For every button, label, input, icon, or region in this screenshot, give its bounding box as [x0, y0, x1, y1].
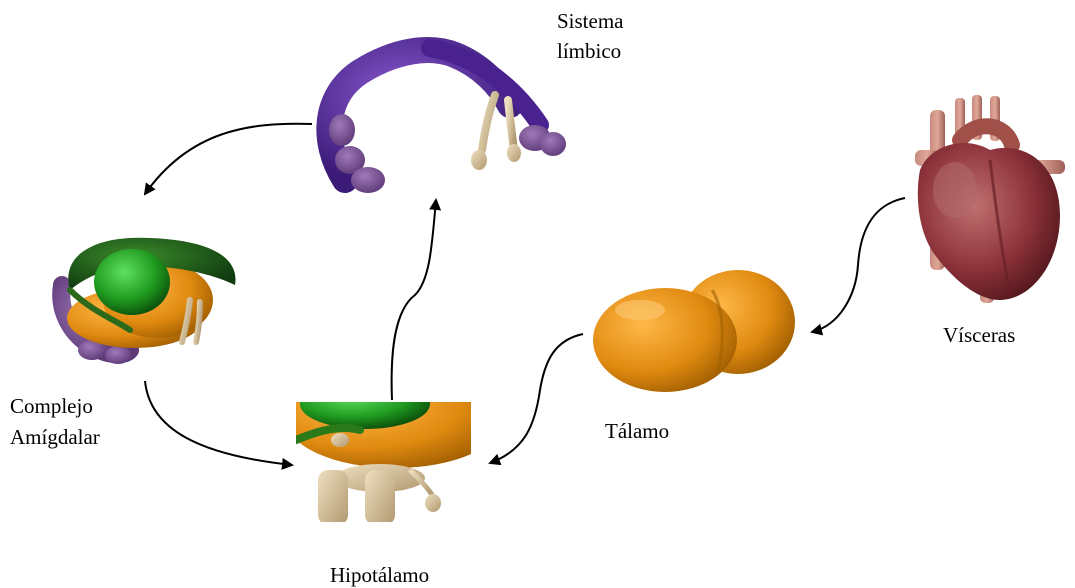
arrow-viscera-to-thalamus: [812, 198, 905, 332]
amygdala-complex-illustration: [61, 238, 235, 364]
label-limbic-line-2: límbico: [557, 38, 621, 64]
arrow-hypothalamus-to-limbic: [392, 200, 436, 400]
label-amygdala-line-2: Amígdalar: [10, 424, 100, 450]
label-limbic-line-1: Sistema: [557, 8, 624, 34]
label-thalamus: Tálamo: [605, 418, 669, 444]
label-amygdala-line-1: Complejo: [10, 393, 93, 419]
label-hypothalamus: Hipotálamo: [330, 562, 429, 588]
label-viscera: Vísceras: [943, 322, 1015, 348]
hypothalamus-illustration: [285, 368, 505, 525]
arrow-limbic-to-amygdala: [145, 124, 312, 194]
heart-illustration: [915, 95, 1065, 303]
arrow-thalamus-to-hypothalamus: [490, 334, 583, 463]
arrow-amygdala-to-hypothalamus: [145, 381, 292, 465]
thalamus-illustration: [593, 270, 795, 392]
limbic-system-illustration: [329, 48, 566, 193]
